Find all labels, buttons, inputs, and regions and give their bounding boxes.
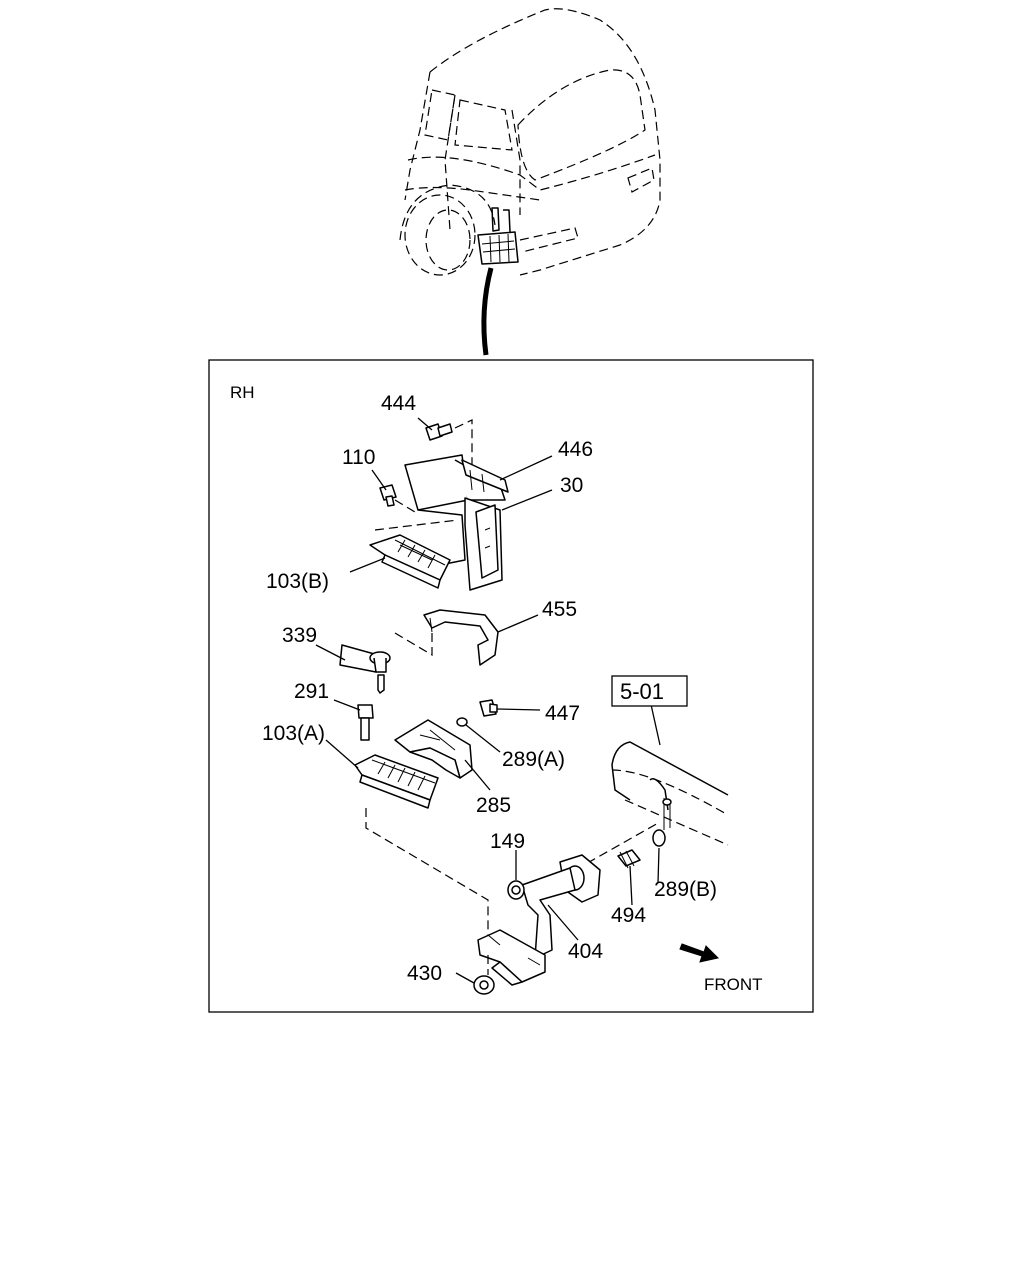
callout-149: 149 — [490, 830, 525, 853]
leader-103a-dashed — [365, 808, 489, 935]
callout-30: 30 — [560, 474, 583, 497]
clip-339 — [339, 644, 391, 694]
leader-444-dashed — [454, 419, 473, 470]
frame-rail — [611, 741, 729, 846]
callout-103b: 103(B) — [266, 570, 329, 593]
front-label: FRONT — [704, 975, 763, 994]
bracket-285 — [394, 719, 473, 779]
detail-frame — [208, 359, 814, 1013]
callout-leaders — [315, 417, 661, 984]
side-label: RH — [230, 383, 255, 402]
reference-box — [611, 675, 688, 707]
bolt-110 — [379, 484, 397, 507]
callout-110: 110 — [342, 446, 375, 469]
reference-box-label: 5-01 — [620, 679, 664, 704]
callout-291: 291 — [294, 680, 329, 703]
leader-110-dashed — [394, 499, 416, 513]
callout-289b: 289(B) — [654, 878, 717, 901]
bolt-444 — [425, 423, 453, 441]
nut-149 — [507, 880, 525, 900]
washer-289b — [652, 829, 666, 847]
callout-404: 404 — [568, 940, 603, 963]
callout-494: 494 — [611, 904, 646, 927]
nut-430 — [473, 975, 495, 995]
bolt-447 — [479, 699, 498, 717]
bracket-455 — [423, 609, 499, 666]
callout-285: 285 — [476, 794, 511, 817]
callout-444: 444 — [381, 392, 416, 415]
overview-leader — [481, 267, 494, 356]
bolt-291 — [357, 704, 374, 741]
callout-455: 455 — [542, 598, 577, 621]
step-plate-103b — [369, 534, 451, 589]
step-plate-103a — [354, 754, 439, 809]
bolt-494 — [617, 849, 641, 869]
callout-289a: 289(A) — [502, 748, 565, 771]
washer-289a — [456, 717, 468, 727]
truck-cab-overview — [399, 8, 661, 276]
callout-430: 430 — [407, 962, 442, 985]
leader-455-dashed — [394, 630, 433, 657]
callout-446: 446 — [558, 438, 593, 461]
callout-447: 447 — [545, 702, 580, 725]
step-bracket-upper — [374, 454, 509, 591]
support-arm-404 — [477, 821, 661, 986]
callout-339: 339 — [282, 624, 317, 647]
front-arrow-icon — [679, 943, 719, 963]
callout-103a: 103(A) — [262, 722, 325, 745]
